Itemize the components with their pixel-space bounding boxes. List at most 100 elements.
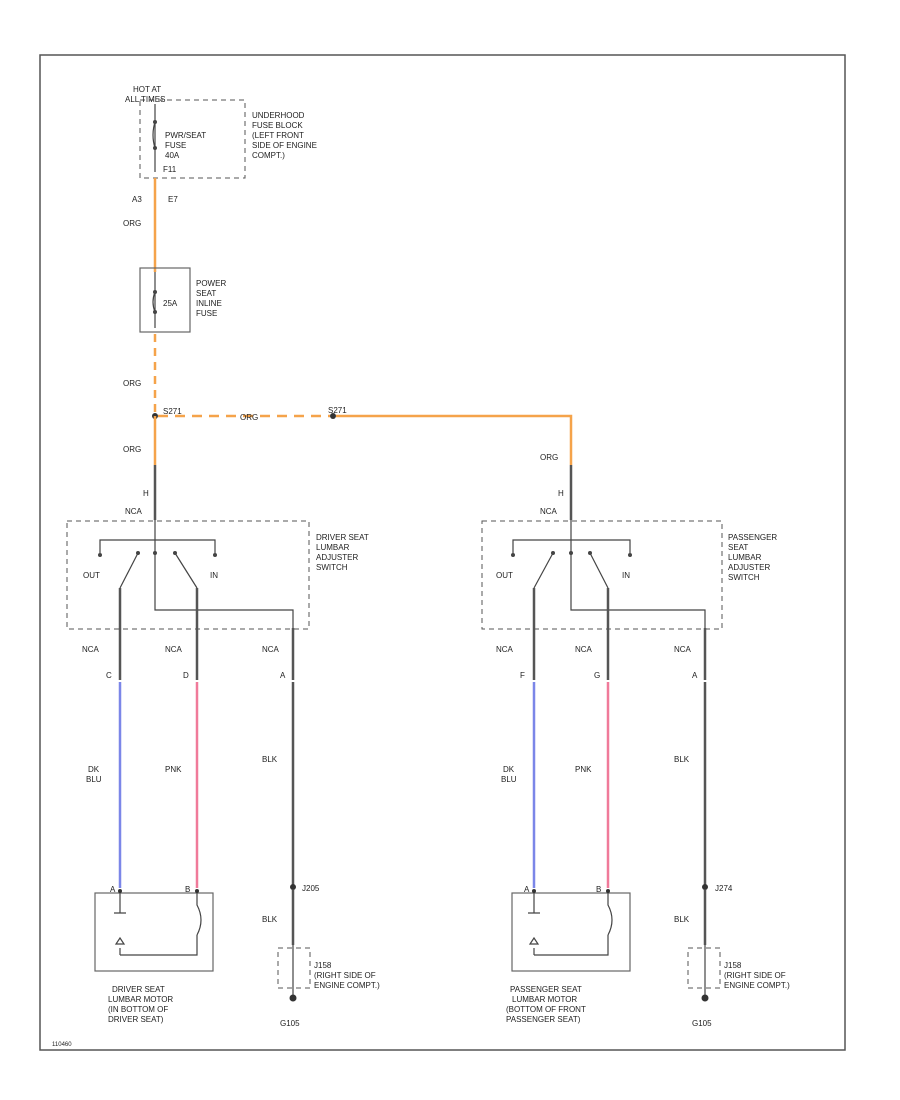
pass-pin-1: F [520,671,525,680]
pass-blk-label: BLK [674,755,690,764]
org-mid-label: ORG [240,413,258,422]
driver-switch-pin: H [143,489,149,498]
driver-blk2-label: BLK [262,915,278,924]
pass-motor-label-1: PASSENGER SEAT [510,985,582,994]
inline-fuse: 25A POWER SEAT INLINE FUSE [139,267,226,333]
pass-switch-label-5: SWITCH [728,573,760,582]
pass-pin-3: A [692,671,698,680]
underhood-fuse-block: HOT AT ALL TIMES PWR/SEAT FUSE 40A F11 U… [125,85,317,204]
splice-right-label: S271 [328,406,347,415]
driver-splice-dot [290,884,296,890]
hot-at-label: HOT AT [133,85,161,94]
pass-motor-label-3: (BOTTOM OF FRONT [506,1005,586,1014]
pass-motor-pin-a: A [524,885,530,894]
pass-pin-2: G [594,671,600,680]
pass-motor-label-4: PASSENGER SEAT) [506,1015,581,1024]
splice-left-label: S271 [163,407,182,416]
fuse-block-loc-2: FUSE BLOCK [252,121,303,130]
pass-pink-label: PNK [575,765,592,774]
pass-ground-label: G105 [692,1019,712,1028]
driver-ground-loc-1: (RIGHT SIDE OF [314,971,376,980]
driver-pink-label: PNK [165,765,182,774]
org-wire-label-2: ORG [123,379,141,388]
driver-pin-2: D [183,671,189,680]
org-wire-label-3: ORG [123,445,141,454]
driver-motor-pin-a: A [110,885,116,894]
driver-motor-label-3: (IN BOTTOM OF [108,1005,168,1014]
pass-motor-label-2: LUMBAR MOTOR [512,995,577,1004]
pass-switch-in: IN [622,571,630,580]
driver-pin-1: C [106,671,112,680]
passenger-wires: NCA NCA NCA F G A DK BLU PNK BLK J274 BL… [496,588,790,1028]
driver-switch-out: OUT [83,571,100,580]
pass-nca-1: NCA [496,645,514,654]
driver-motor-label-4: DRIVER SEAT) [108,1015,164,1024]
diagram-frame [39,54,846,1051]
pass-switch-label-4: ADJUSTER [728,563,770,572]
fuse-pin-left: A3 [132,195,142,204]
pass-nca-3: NCA [674,645,692,654]
pass-splice-label: J274 [715,884,733,893]
pass-blk2-label: BLK [674,915,690,924]
pass-ground-ref: J158 [724,961,742,970]
driver-blk-label: BLK [262,755,278,764]
pass-blue-label-2: BLU [501,775,517,784]
splice-right-dot [330,413,336,419]
pass-switch-label-3: LUMBAR [728,553,762,562]
driver-ground-label: G105 [280,1019,300,1028]
inline-fuse-label-2: SEAT [196,289,216,298]
pwr-seat-fuse-label: PWR/SEAT [165,131,206,140]
driver-blue-label-2: BLU [86,775,102,784]
pass-motor-pin-b: B [596,885,601,894]
driver-wires: NCA NCA NCA C D A DK BLU PNK BLK J205 BL… [82,588,380,1028]
pass-ground-loc-2: ENGINE COMPT.) [724,981,790,990]
fuse-amps-label: 40A [165,151,180,160]
inline-fuse-ref: 25A [163,299,178,308]
passenger-lumbar-motor: A B PASSENGER SEAT LUMBAR MOTOR (BOTTOM … [506,885,631,1024]
org-wire-label-1: ORG [123,219,141,228]
driver-switch-label-1: DRIVER SEAT [316,533,369,542]
pass-nca-2: NCA [575,645,593,654]
driver-lumbar-motor: A B DRIVER SEAT LUMBAR MOTOR (IN BOTTOM … [94,885,214,1024]
inline-fuse-label-1: POWER [196,279,226,288]
fuse-ref-label: F11 [163,165,177,174]
pass-blue-label-1: DK [503,765,515,774]
fuse-pin-right: E7 [168,195,178,204]
driver-blue-label-1: DK [88,765,100,774]
pass-switch-conn: NCA [540,507,558,516]
driver-pin-3: A [280,671,286,680]
driver-ground-ref: J158 [314,961,332,970]
driver-ground-loc-2: ENGINE COMPT.) [314,981,380,990]
pass-switch-out: OUT [496,571,513,580]
driver-lumbar-switch: H NCA OUT IN DRIVER SEAT LUMBAR ADJUSTER… [66,465,369,630]
pass-switch-label-2: SEAT [728,543,748,552]
fuse-label: FUSE [165,141,186,150]
inline-fuse-label-4: FUSE [196,309,217,318]
driver-motor-label-2: LUMBAR MOTOR [108,995,173,1004]
driver-switch-label-3: ADJUSTER [316,553,358,562]
fuse-block-loc-3: (LEFT FRONT [252,131,304,140]
pass-splice-dot [702,884,708,890]
driver-switch-label-4: SWITCH [316,563,348,572]
fuse-block-loc-4: SIDE OF ENGINE [252,141,317,150]
pass-switch-label-1: PASSENGER [728,533,777,542]
driver-switch-label-2: LUMBAR [316,543,350,552]
passenger-lumbar-switch: H NCA OUT IN PASSENGER SEAT LUMBAR ADJUS… [481,465,777,630]
inline-fuse-label-3: INLINE [196,299,222,308]
driver-nca-1: NCA [82,645,100,654]
driver-ground-dot [289,994,297,1002]
pass-ground-dot [701,994,709,1002]
driver-nca-3: NCA [262,645,280,654]
org-right-label: ORG [540,453,558,462]
driver-splice-label: J205 [302,884,320,893]
driver-switch-in: IN [210,571,218,580]
driver-nca-2: NCA [165,645,183,654]
pass-ground-loc-1: (RIGHT SIDE OF [724,971,786,980]
fuse-block-loc-5: COMPT.) [252,151,285,160]
all-times-label: ALL TIMES [125,95,165,104]
fuse-block-loc-1: UNDERHOOD [252,111,305,120]
driver-motor-pin-b: B [185,885,190,894]
orange-wire-horizontal [336,414,573,465]
diagram-code: 110460 [52,1042,72,1048]
